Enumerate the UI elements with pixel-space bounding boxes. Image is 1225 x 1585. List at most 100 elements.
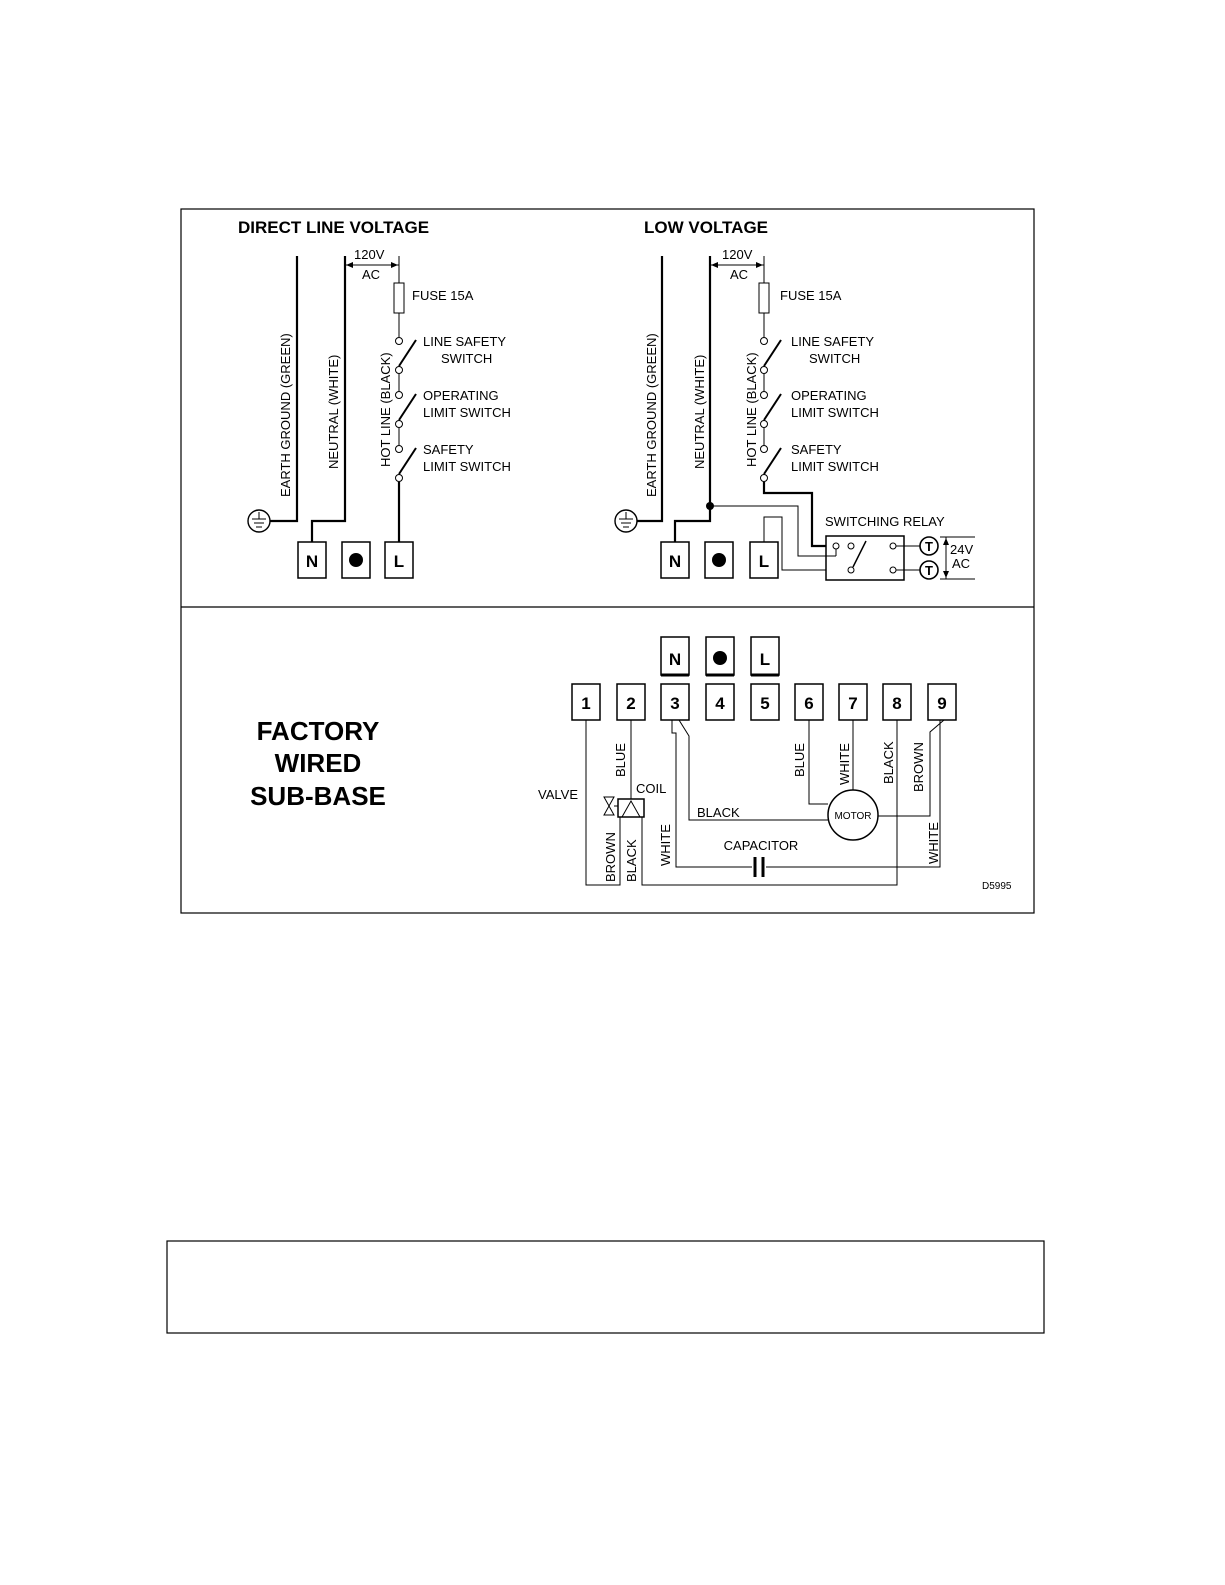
sub-base-panel: FACTORY WIRED SUB-BASE N L 1 2 3 4 5 6 7 (250, 636, 1012, 892)
direct-title: DIRECT LINE VOLTAGE (238, 218, 429, 237)
terminal-strip: 1 2 3 4 5 6 7 8 9 (571, 683, 957, 721)
wire-label-black-8: BLACK (881, 741, 896, 784)
safety-limit-label-2: LIMIT SWITCH (423, 459, 511, 474)
fuse-icon (758, 282, 770, 314)
wire-label-brown-1: BROWN (603, 832, 618, 882)
terminal-n: N (297, 541, 327, 579)
motor-label: MOTOR (834, 811, 871, 822)
valve-icon (603, 796, 618, 816)
ground-dot-icon (349, 553, 363, 567)
wire-white-9 (766, 720, 941, 868)
line-safety-label-2: SWITCH (441, 351, 492, 366)
capacitor-label: CAPACITOR (724, 838, 799, 853)
svg-text:N: N (669, 552, 681, 571)
capacitor-icon (753, 857, 765, 877)
line-safety-label-1: LINE SAFETY (423, 334, 506, 349)
svg-text:6: 6 (804, 694, 813, 713)
ground-symbol-icon (614, 509, 638, 533)
low-voltage-dimension: 24V AC (940, 536, 975, 580)
operating-limit-switch-icon (395, 391, 417, 428)
low-voltage-panel: LOW VOLTAGE EARTH GROUND (GREEN) NEUTRAL… (614, 218, 975, 581)
safety-limit-label-2: LIMIT SWITCH (791, 459, 879, 474)
low-title: LOW VOLTAGE (644, 218, 768, 237)
earth-ground-label: EARTH GROUND (GREEN) (644, 333, 659, 497)
thermostat-terminal-icon: T (919, 560, 939, 580)
wire-label-blue: BLUE (613, 743, 628, 777)
wire-label-white-7: WHITE (837, 743, 852, 785)
direct-line-voltage-panel: DIRECT LINE VOLTAGE EARTH GROUND (GREEN)… (238, 218, 511, 579)
sub-terminal-l: L (750, 636, 780, 677)
earth-ground-label: EARTH GROUND (GREEN) (278, 333, 293, 497)
svg-text:N: N (669, 650, 681, 669)
terminal-8: 8 (882, 683, 912, 721)
wire-label-black-coil: BLACK (624, 839, 639, 882)
low-voltage-unit: AC (952, 556, 970, 571)
terminal-ground (704, 541, 734, 579)
wire-label-black: BLACK (697, 805, 740, 820)
voltage-unit: AC (730, 267, 748, 282)
neutral-label: NEUTRAL (WHITE) (692, 355, 707, 469)
wire-label-blue-6: BLUE (792, 743, 807, 777)
diagram-frame (180, 208, 1035, 914)
hot-line-label: HOT LINE (BLACK) (378, 352, 393, 467)
ground-dot-icon (713, 651, 727, 665)
note-box (166, 1240, 1045, 1334)
relay-label: SWITCHING RELAY (825, 514, 945, 529)
voltage-unit: AC (362, 267, 380, 282)
wire-brown (585, 720, 621, 886)
svg-text:5: 5 (760, 694, 769, 713)
thermostat-terminal-icon: T (919, 536, 939, 556)
operating-limit-label-1: OPERATING (423, 388, 499, 403)
terminal-4: 4 (705, 683, 735, 721)
voltage-dimension: 120V AC (710, 247, 764, 282)
svg-text:8: 8 (892, 694, 901, 713)
svg-text:7: 7 (848, 694, 857, 713)
svg-text:T: T (925, 539, 933, 554)
low-voltage-value: 24V (950, 542, 973, 557)
wire-black-motor (678, 719, 828, 821)
terminal-2: 2 (616, 683, 646, 721)
safety-limit-label-1: SAFETY (791, 442, 842, 457)
svg-text:L: L (759, 552, 769, 571)
sub-base-title-3: SUB-BASE (250, 781, 386, 811)
terminal-5: 5 (750, 683, 780, 721)
coil-icon (617, 798, 645, 818)
line-safety-label-1: LINE SAFETY (791, 334, 874, 349)
operating-limit-label-2: LIMIT SWITCH (791, 405, 879, 420)
sub-base-title-1: FACTORY (257, 716, 380, 746)
svg-text:L: L (760, 650, 770, 669)
terminal-1: 1 (571, 683, 601, 721)
switching-relay: SWITCHING RELAY (825, 514, 945, 581)
wire-label-brown-9: BROWN (911, 742, 926, 792)
valve-label: VALVE (538, 787, 578, 802)
fuse-icon (393, 282, 405, 314)
hot-line-label: HOT LINE (BLACK) (744, 352, 759, 467)
fuse-label: FUSE 15A (780, 288, 842, 303)
sub-terminal-n: N (660, 636, 690, 677)
voltage-value: 120V (354, 247, 385, 262)
voltage-dimension: 120V AC (345, 247, 399, 282)
terminal-6: 6 (794, 683, 824, 721)
wire-white-capacitor (671, 720, 752, 868)
motor-icon: MOTOR (827, 789, 879, 841)
safety-limit-switch-icon (395, 445, 417, 482)
fuse-label: FUSE 15A (412, 288, 474, 303)
wire-blue-motor (808, 720, 828, 805)
terminal-l: L (384, 541, 414, 579)
neutral-label: NEUTRAL (WHITE) (326, 355, 341, 469)
operating-limit-switch-icon (760, 391, 782, 428)
terminal-7: 7 (838, 683, 868, 721)
ground-dot-icon (712, 553, 726, 567)
ground-symbol-icon (247, 509, 271, 533)
wire-black-coil (641, 720, 898, 886)
svg-text:T: T (925, 563, 933, 578)
line-safety-switch-icon (395, 337, 417, 374)
wire-brown-motor (876, 719, 945, 817)
sub-base-title-2: WIRED (275, 748, 362, 778)
operating-limit-label-1: OPERATING (791, 388, 867, 403)
svg-text:1: 1 (581, 694, 590, 713)
terminal-3: 3 (660, 683, 690, 721)
terminal-ground (341, 541, 371, 579)
diagram-code: D5995 (982, 881, 1012, 892)
